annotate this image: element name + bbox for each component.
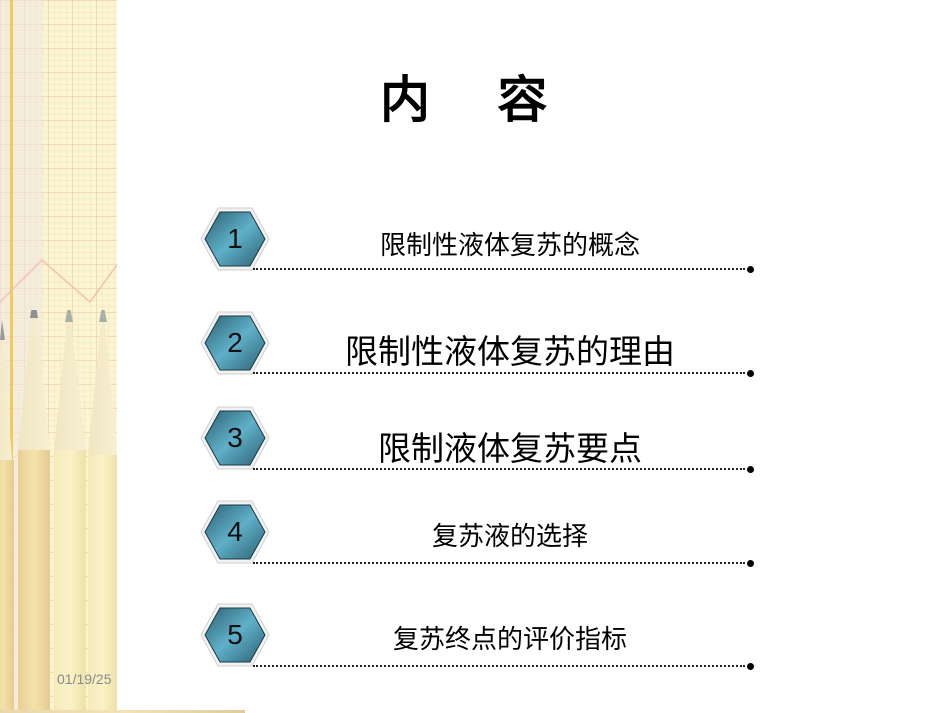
item-label: 限制液体复苏要点 — [378, 429, 642, 468]
item-label: 限制性液体复苏的理由 — [345, 332, 675, 371]
hexagon-icon — [200, 207, 270, 271]
slide-title: 内 容 — [380, 71, 548, 129]
toc-item-5: 5 复苏终点的评价指标 — [195, 603, 765, 683]
item-label: 复苏液的选择 — [431, 522, 588, 552]
toc-item-2: 2 限制性液体复苏的理由 — [195, 311, 765, 391]
hexagon-badge: 2 — [200, 311, 270, 375]
slide-date: 01/19/25 — [57, 671, 112, 687]
sidebar-accent-stripe — [10, 0, 13, 713]
item-number: 2 — [227, 327, 243, 358]
hexagon-badge: 1 — [200, 207, 270, 271]
pencils-illustration — [0, 310, 117, 713]
dotted-divider — [253, 268, 745, 270]
item-number: 4 — [227, 516, 243, 547]
divider-end-dot — [747, 560, 754, 567]
hexagon-badge: 5 — [200, 603, 270, 667]
hexagon-icon — [200, 311, 270, 375]
chart-line-decoration — [0, 258, 117, 304]
toc-item-1: 1 限制性液体复苏的概念 — [195, 207, 765, 287]
hexagon-badge: 4 — [200, 500, 270, 564]
divider-end-dot — [747, 266, 754, 273]
bottom-decorative-strip — [0, 710, 245, 713]
hexagon-icon — [200, 406, 270, 470]
hexagon-icon — [200, 603, 270, 667]
toc-item-3: 3 限制液体复苏要点 — [195, 406, 765, 486]
hexagon-icon — [200, 500, 270, 564]
dotted-divider — [253, 372, 745, 374]
item-number: 5 — [227, 619, 243, 650]
decorative-sidebar — [0, 0, 117, 713]
dotted-divider — [253, 665, 745, 667]
divider-end-dot — [747, 466, 754, 473]
dotted-divider — [253, 468, 745, 470]
hexagon-badge: 3 — [200, 406, 270, 470]
item-label: 限制性液体复苏的概念 — [379, 231, 640, 261]
toc-item-4: 4 复苏液的选择 — [195, 500, 765, 580]
divider-end-dot — [747, 663, 754, 670]
item-number: 3 — [227, 422, 243, 453]
divider-end-dot — [747, 370, 754, 377]
item-number: 1 — [227, 223, 243, 254]
item-label: 复苏终点的评价指标 — [392, 625, 627, 655]
dotted-divider — [253, 562, 745, 564]
